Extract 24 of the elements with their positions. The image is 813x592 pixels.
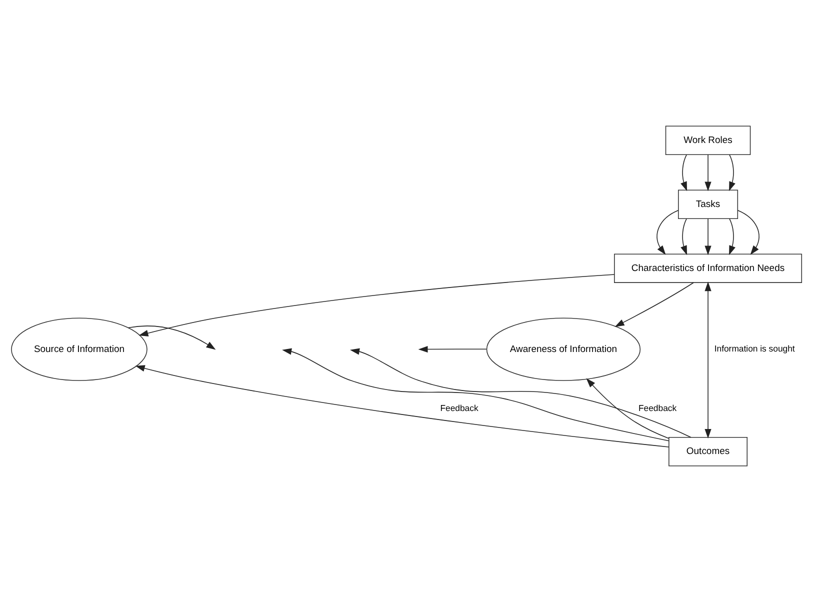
node-box: Outcomes (668, 437, 748, 466)
arrow (656, 210, 679, 255)
arrow (138, 274, 615, 336)
node-box: Work Roles (665, 126, 751, 155)
node-box: Tasks (678, 190, 738, 219)
arrow (128, 326, 216, 350)
arrow (680, 218, 688, 256)
arrow (704, 282, 712, 438)
arrow (704, 218, 712, 256)
arrow (135, 365, 670, 448)
edge-label: Information is sought (714, 344, 795, 354)
arrow (586, 378, 670, 439)
arrow (729, 218, 736, 256)
node-box: Characteristics of Information Needs (614, 254, 802, 283)
arrow (350, 348, 692, 438)
arrow (729, 154, 736, 192)
arrow (418, 346, 487, 353)
edge-label: Feedback (638, 403, 677, 414)
arrow (680, 154, 688, 192)
arrow (282, 348, 670, 442)
arrow (614, 282, 694, 327)
arrow (737, 210, 760, 255)
arrow (704, 154, 712, 192)
edge-label: Feedback (440, 403, 478, 414)
